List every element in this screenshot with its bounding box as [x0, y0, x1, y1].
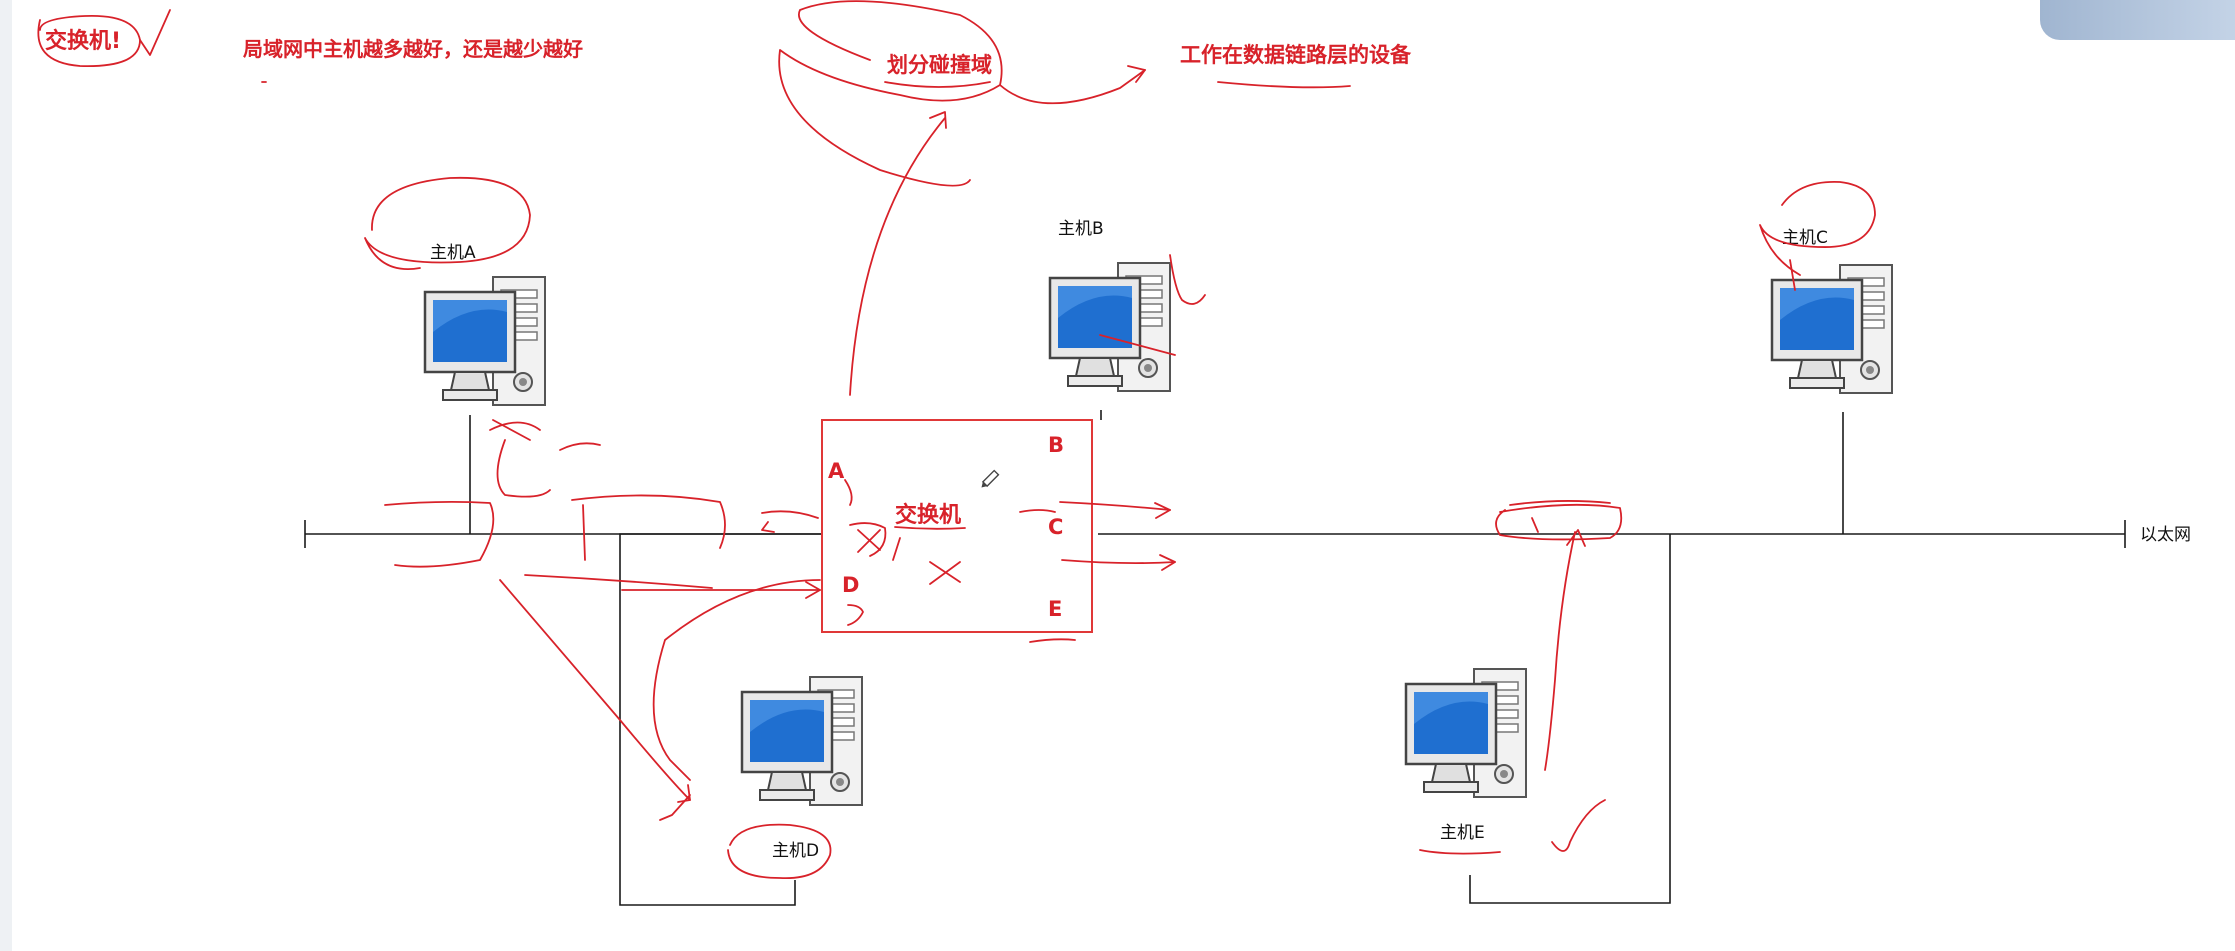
host-e-label: 主机E — [1440, 823, 1485, 843]
left-edge-strip — [0, 0, 12, 951]
ethernet-bus — [304, 520, 2126, 548]
computer-icon-host-c — [1770, 263, 1894, 395]
link-host-d — [619, 533, 822, 906]
switch-port-c: C — [1048, 515, 1063, 539]
host-d-label: 主机D — [772, 841, 819, 861]
switch-label: 交换机 — [895, 502, 961, 528]
computer-icon-host-b — [1048, 261, 1172, 393]
switch-port-e: E — [1048, 597, 1062, 621]
switch-port-b: B — [1048, 433, 1064, 457]
host-a-label: 主机A — [430, 243, 476, 263]
title-switch-annotation: 交换机! — [45, 28, 121, 54]
handwritten-annotations — [37, 0, 1876, 879]
host-b-label: 主机B — [1058, 219, 1104, 239]
switch-port-a: A — [828, 459, 845, 483]
checkmark-icon — [139, 9, 171, 56]
computer-icon-host-d — [740, 675, 864, 807]
link-host-e — [1469, 534, 1671, 904]
divide-collision-annotation: 划分碰撞域 — [887, 53, 992, 77]
computer-icon-host-e — [1404, 667, 1528, 799]
pencil-icon — [981, 469, 1000, 488]
decorative-corner-shape — [2040, 0, 2235, 40]
layer-device-annotation: 工作在数据链路层的设备 — [1180, 43, 1412, 67]
network-label: 以太网 — [2140, 525, 2191, 545]
switch-box — [821, 419, 1093, 633]
computer-icon-host-a — [423, 275, 547, 407]
question-annotation: 局域网中主机越多越好，还是越少越好 — [242, 37, 583, 61]
switch-port-d: D — [842, 573, 859, 597]
host-c-label: 主机C — [1782, 228, 1828, 248]
